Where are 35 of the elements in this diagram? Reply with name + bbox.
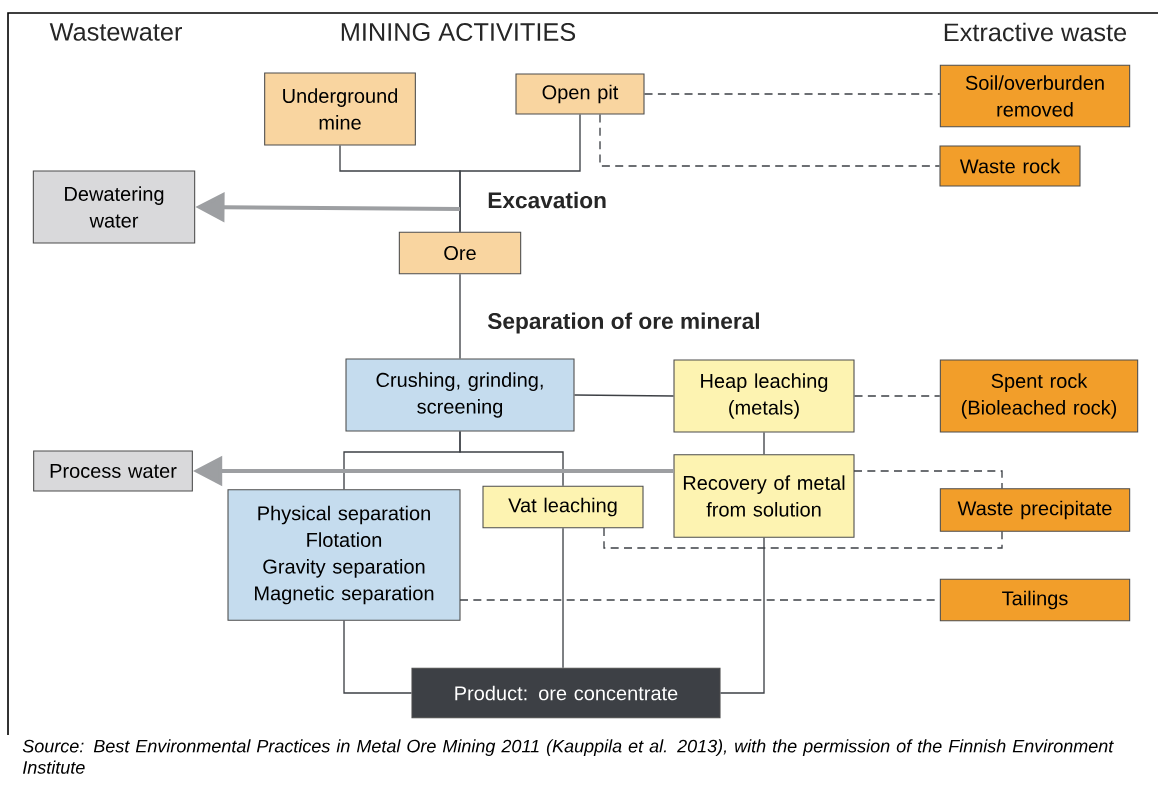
stage-heading: Excavation [488,191,606,209]
product-box: Product: ore concentrate [411,667,721,719]
mine-box: Underground mine [264,72,416,146]
column-heading: Extractive waste [944,22,1127,42]
waste-box: Soil/overburden removed [939,64,1131,128]
waste-box: Waste rock [939,145,1081,187]
process-box: Crushing, grinding, screening [345,358,575,432]
ore-box: Ore [398,231,522,275]
caption: Source: Best Environmental Practices in Metal Ore Mining 2011 (Kauppila et al. 2013), with the permission of the Finnish Environment Institute [22,739,1114,774]
connector-line [459,430,564,487]
connector-line [459,273,461,360]
connector-line [763,431,765,455]
connector-line [343,620,413,694]
process-box: Vat leaching [482,485,644,529]
connector-line [573,394,675,397]
column-heading: Wastewater [49,23,182,41]
connector-line [599,113,941,167]
column-heading: MINING ACTIVITIES [341,23,576,41]
process-box: Physical separation Flotation Gravity separation Magnetic separation [227,489,461,621]
connector-line [643,93,941,95]
waste-box: Spent rock (Bioleached rock) [939,359,1139,433]
waste-box: Tailings [939,578,1131,622]
connector-line [853,470,1003,490]
stage-heading: Separation of ore mineral [487,312,759,334]
connector-line [562,527,564,669]
process-box: Recovery of metal from solution [673,454,855,538]
mine-box: Open pit [515,73,645,115]
waste-box: Waste precipitate [939,488,1131,532]
connector-line [719,537,765,694]
connector-line [603,527,1003,549]
process-box: Heap leaching (metals) [673,359,855,433]
connector-line [853,395,941,397]
water-box: Process water [33,450,193,492]
water-box: Dewatering water [32,170,196,244]
connector-line [459,113,581,233]
